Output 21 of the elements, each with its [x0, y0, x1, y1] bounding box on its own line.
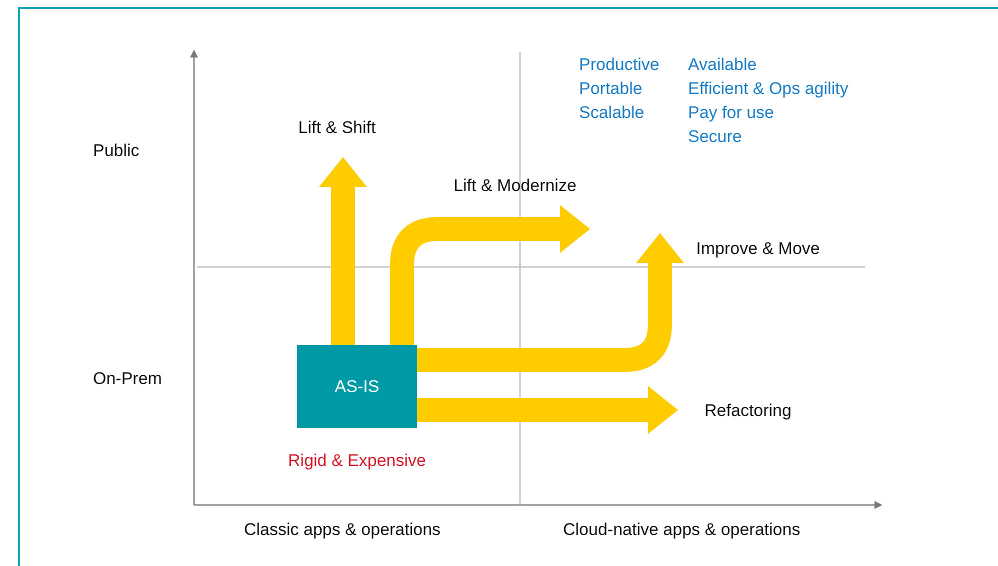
benefit-text: Portable [579, 78, 642, 100]
path-label: Lift & Shift [285, 115, 389, 141]
benefit-text: Scalable [579, 102, 644, 124]
path-label: Improve & Move [688, 236, 828, 262]
state-box: AS-IS [297, 345, 417, 428]
benefit-text: Secure [688, 126, 742, 148]
path-label: Refactoring [696, 398, 800, 424]
block-arrow [417, 386, 678, 434]
axis-label: Public [93, 140, 140, 162]
block-arrow [417, 233, 684, 372]
benefit-text: Productive [579, 54, 660, 76]
axis-label: Cloud-native apps & operations [563, 519, 800, 541]
axis-label: Classic apps & operations [244, 519, 441, 541]
block-arrow [319, 157, 367, 345]
benefit-text: Available [688, 54, 757, 76]
block-arrow [390, 205, 590, 345]
benefit-text: Efficient & Ops agility [688, 78, 848, 100]
axis-label: On-Prem [93, 368, 162, 390]
benefit-text: Pay for use [688, 102, 774, 124]
caption-text: Rigid & Expensive [287, 450, 427, 472]
path-label: Lift & Modernize [440, 173, 590, 199]
